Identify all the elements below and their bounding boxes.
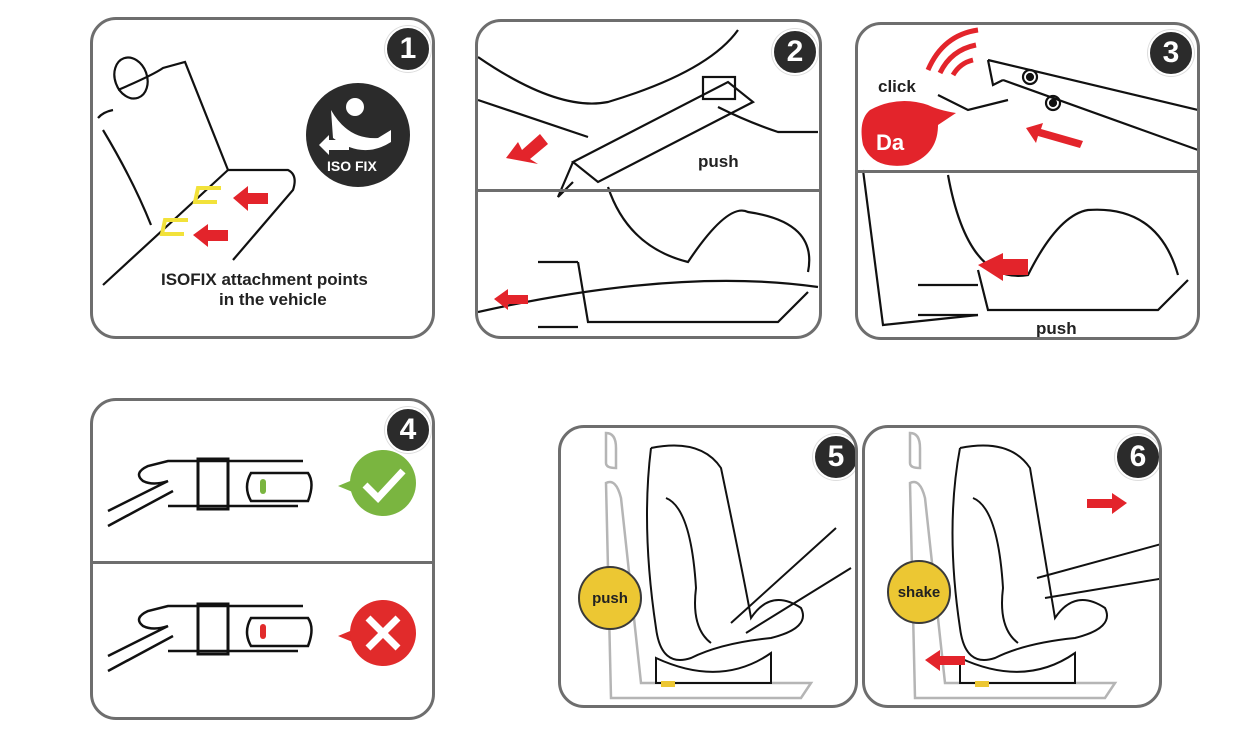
latch-indicator-illustration — [107, 450, 416, 673]
green-indicator — [260, 479, 266, 494]
step-2-push-label: push — [698, 152, 739, 171]
step-1-panel: ISO FIX ISOFIX attachment points in the … — [90, 17, 435, 339]
isofix-logo-icon — [306, 83, 410, 187]
step-1-badge: 1 — [385, 26, 431, 72]
step-1-caption-line1: ISOFIX attachment points — [161, 270, 368, 289]
isofix-marker — [975, 681, 989, 687]
isofix-marker — [661, 681, 675, 687]
step-6-badge: 6 — [1115, 434, 1159, 480]
step-3-da-label: Da — [876, 130, 905, 155]
step-3-badge: 3 — [1148, 30, 1194, 76]
step-2-panel: push 2 — [475, 19, 822, 339]
push-bubble: push — [578, 566, 642, 630]
step-2-divider — [478, 189, 819, 192]
isofix-connector-illustration — [478, 29, 819, 329]
step-5-panel: push 5 — [558, 425, 858, 708]
step-1-caption-line2: in the vehicle — [219, 290, 327, 309]
red-arrow-icon — [978, 123, 1083, 281]
step-3-divider — [858, 170, 1197, 173]
red-arrow-icon — [494, 134, 548, 310]
step-2-badge: 2 — [772, 29, 818, 75]
step-6-panel: shake 6 — [862, 425, 1162, 708]
x-icon — [338, 600, 416, 666]
step-4-divider — [93, 561, 432, 564]
step-4-panel: 4 — [90, 398, 435, 720]
red-arrow-icon — [193, 186, 268, 247]
car-seat-illustration — [97, 56, 410, 286]
red-arrow-icon — [925, 493, 1127, 671]
seat-push-illustration — [604, 431, 852, 700]
step-3-push-label: push — [1036, 319, 1077, 338]
isofix-click-illustration — [861, 27, 1197, 327]
red-indicator — [260, 624, 266, 639]
step-5-badge: 5 — [813, 434, 855, 480]
da-sound-bubble — [861, 101, 956, 166]
sound-waves-icon — [925, 27, 979, 77]
step-4-badge: 4 — [385, 407, 431, 453]
step-3-click-label: click — [878, 77, 916, 96]
check-icon — [338, 450, 416, 516]
isofix-logo-label: ISO FIX — [327, 158, 377, 174]
shake-bubble: shake — [887, 560, 951, 624]
step-3-panel: click Da push 3 — [855, 22, 1200, 340]
seat-shake-illustration — [908, 431, 1159, 700]
